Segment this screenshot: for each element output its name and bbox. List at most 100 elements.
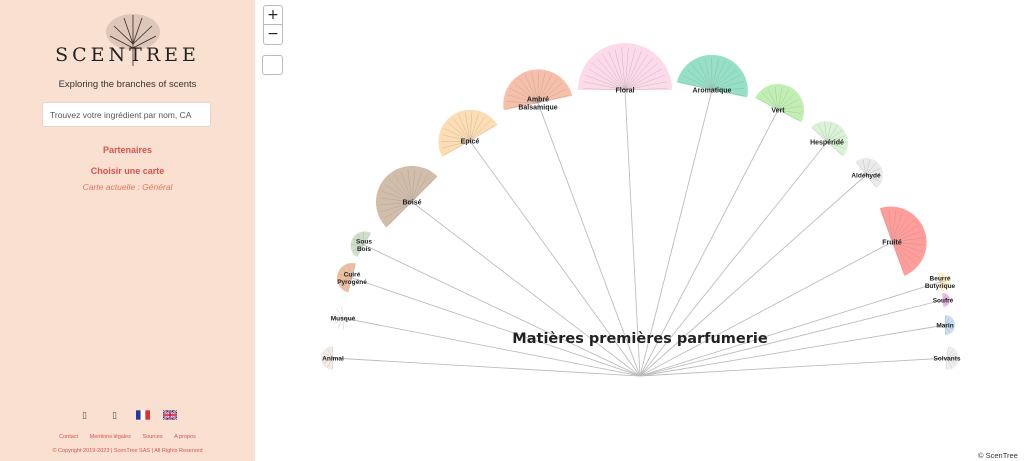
family-branch <box>865 160 870 176</box>
family-branch <box>384 201 413 219</box>
family-link-cuir <box>351 277 641 377</box>
footer-link-about[interactable]: A propos <box>174 434 196 440</box>
family-node-animal[interactable]: Animal <box>321 346 344 370</box>
partners-link[interactable]: Partenaires <box>102 145 153 155</box>
family-branch <box>624 68 662 91</box>
family-branch <box>624 81 667 91</box>
family-branch <box>332 313 344 319</box>
family-branch <box>411 171 423 203</box>
family-fan-ambre[interactable] <box>503 69 573 111</box>
family-branch <box>582 88 626 91</box>
family-node-aldehyde[interactable]: Aldéhydé <box>851 157 884 189</box>
english-flag-icon[interactable] <box>163 410 177 420</box>
zoom-out-button[interactable]: − <box>263 25 283 45</box>
family-branch <box>942 299 944 307</box>
family-branch <box>824 122 828 143</box>
tree-logo-icon <box>106 14 160 66</box>
family-node-hesperide[interactable]: Hespéridé <box>810 121 849 157</box>
family-branch <box>624 58 654 91</box>
family-branch <box>379 201 413 206</box>
family-branch <box>507 94 539 104</box>
family-branch <box>537 72 546 104</box>
family-node-epice[interactable]: Epicé <box>438 109 498 157</box>
footer-link-sources[interactable]: Sources <box>142 434 163 440</box>
family-fan-cuir[interactable] <box>336 262 356 293</box>
family-branch <box>777 99 799 111</box>
family-link-epice <box>469 140 641 377</box>
family-branch <box>777 89 790 111</box>
family-branch <box>524 74 539 104</box>
family-branch <box>327 348 334 359</box>
family-branch <box>891 241 916 265</box>
ingredient-search-input[interactable] <box>42 102 211 127</box>
family-branch <box>442 140 471 149</box>
family-branch <box>388 201 413 225</box>
family-label-epice: Epicé <box>461 138 480 145</box>
family-branch <box>342 277 353 288</box>
family-link-ambre <box>537 102 641 377</box>
family-branch <box>865 168 880 176</box>
family-fan-hesperide[interactable] <box>810 121 849 157</box>
family-branch <box>939 280 949 283</box>
family-fan-aromatique[interactable] <box>676 54 748 98</box>
family-fan-fruite[interactable] <box>879 206 927 276</box>
layer-toggle-button[interactable] <box>262 55 283 75</box>
family-fan-aldehyde[interactable] <box>855 157 884 189</box>
family-branch <box>762 92 779 111</box>
family-branch <box>537 88 567 104</box>
family-node-boise[interactable]: Boisé <box>375 165 438 228</box>
family-link-aldehyde <box>639 174 867 377</box>
family-fan-floral[interactable] <box>578 43 672 90</box>
family-branch <box>411 174 429 203</box>
family-branch <box>379 197 413 203</box>
family-branch <box>441 134 471 142</box>
family-branch <box>469 112 473 142</box>
family-node-floral[interactable]: Floral <box>578 43 672 94</box>
family-fan-sousbois[interactable] <box>350 231 371 258</box>
footer-link-legal[interactable]: Mentions légales <box>89 434 131 440</box>
family-branch <box>323 357 334 364</box>
family-branch <box>351 264 356 279</box>
current-map-label: Carte actuelle : Général <box>82 182 173 192</box>
choose-map-link[interactable]: Choisir une carte <box>90 166 165 176</box>
family-node-marin[interactable]: Marin <box>936 315 955 335</box>
footer-links: Contact Mentions légales Sources A propo… <box>0 434 255 440</box>
mobile-icon[interactable]: ▯ <box>82 411 87 421</box>
family-node-fruite[interactable]: Fruité <box>879 206 927 276</box>
family-branch <box>624 63 658 91</box>
family-branch <box>944 320 953 326</box>
family-label-aldehyde: Aldéhydé <box>851 172 881 179</box>
family-branch <box>447 122 471 142</box>
family-branch <box>891 209 897 243</box>
family-branch <box>891 237 925 243</box>
french-flag-icon[interactable] <box>136 410 150 420</box>
family-branch <box>624 48 636 91</box>
family-fan-vert[interactable] <box>755 83 805 123</box>
family-link-soufre <box>639 299 944 377</box>
family-node-solvants[interactable]: Solvants <box>933 346 961 371</box>
family-branch <box>347 277 353 291</box>
family-branch <box>888 209 893 243</box>
family-branch <box>537 74 552 104</box>
tablet-icon[interactable]: ▯ <box>112 411 117 421</box>
family-branch <box>777 109 802 114</box>
family-node-aromatique[interactable]: Aromatique <box>676 54 748 98</box>
footer-link-contact[interactable]: Contact <box>59 434 79 440</box>
family-branch <box>686 69 713 91</box>
family-branch <box>946 357 952 368</box>
family-node-soufre[interactable]: Soufré <box>933 292 954 307</box>
family-node-musque[interactable]: Musqué <box>329 305 356 332</box>
family-branch <box>826 141 846 150</box>
family-fan-epice[interactable] <box>438 109 498 157</box>
family-branch <box>711 68 737 91</box>
family-node-vert[interactable]: Vert <box>755 83 805 123</box>
zoom-in-button[interactable]: + <box>263 5 283 25</box>
family-branch <box>596 58 626 91</box>
